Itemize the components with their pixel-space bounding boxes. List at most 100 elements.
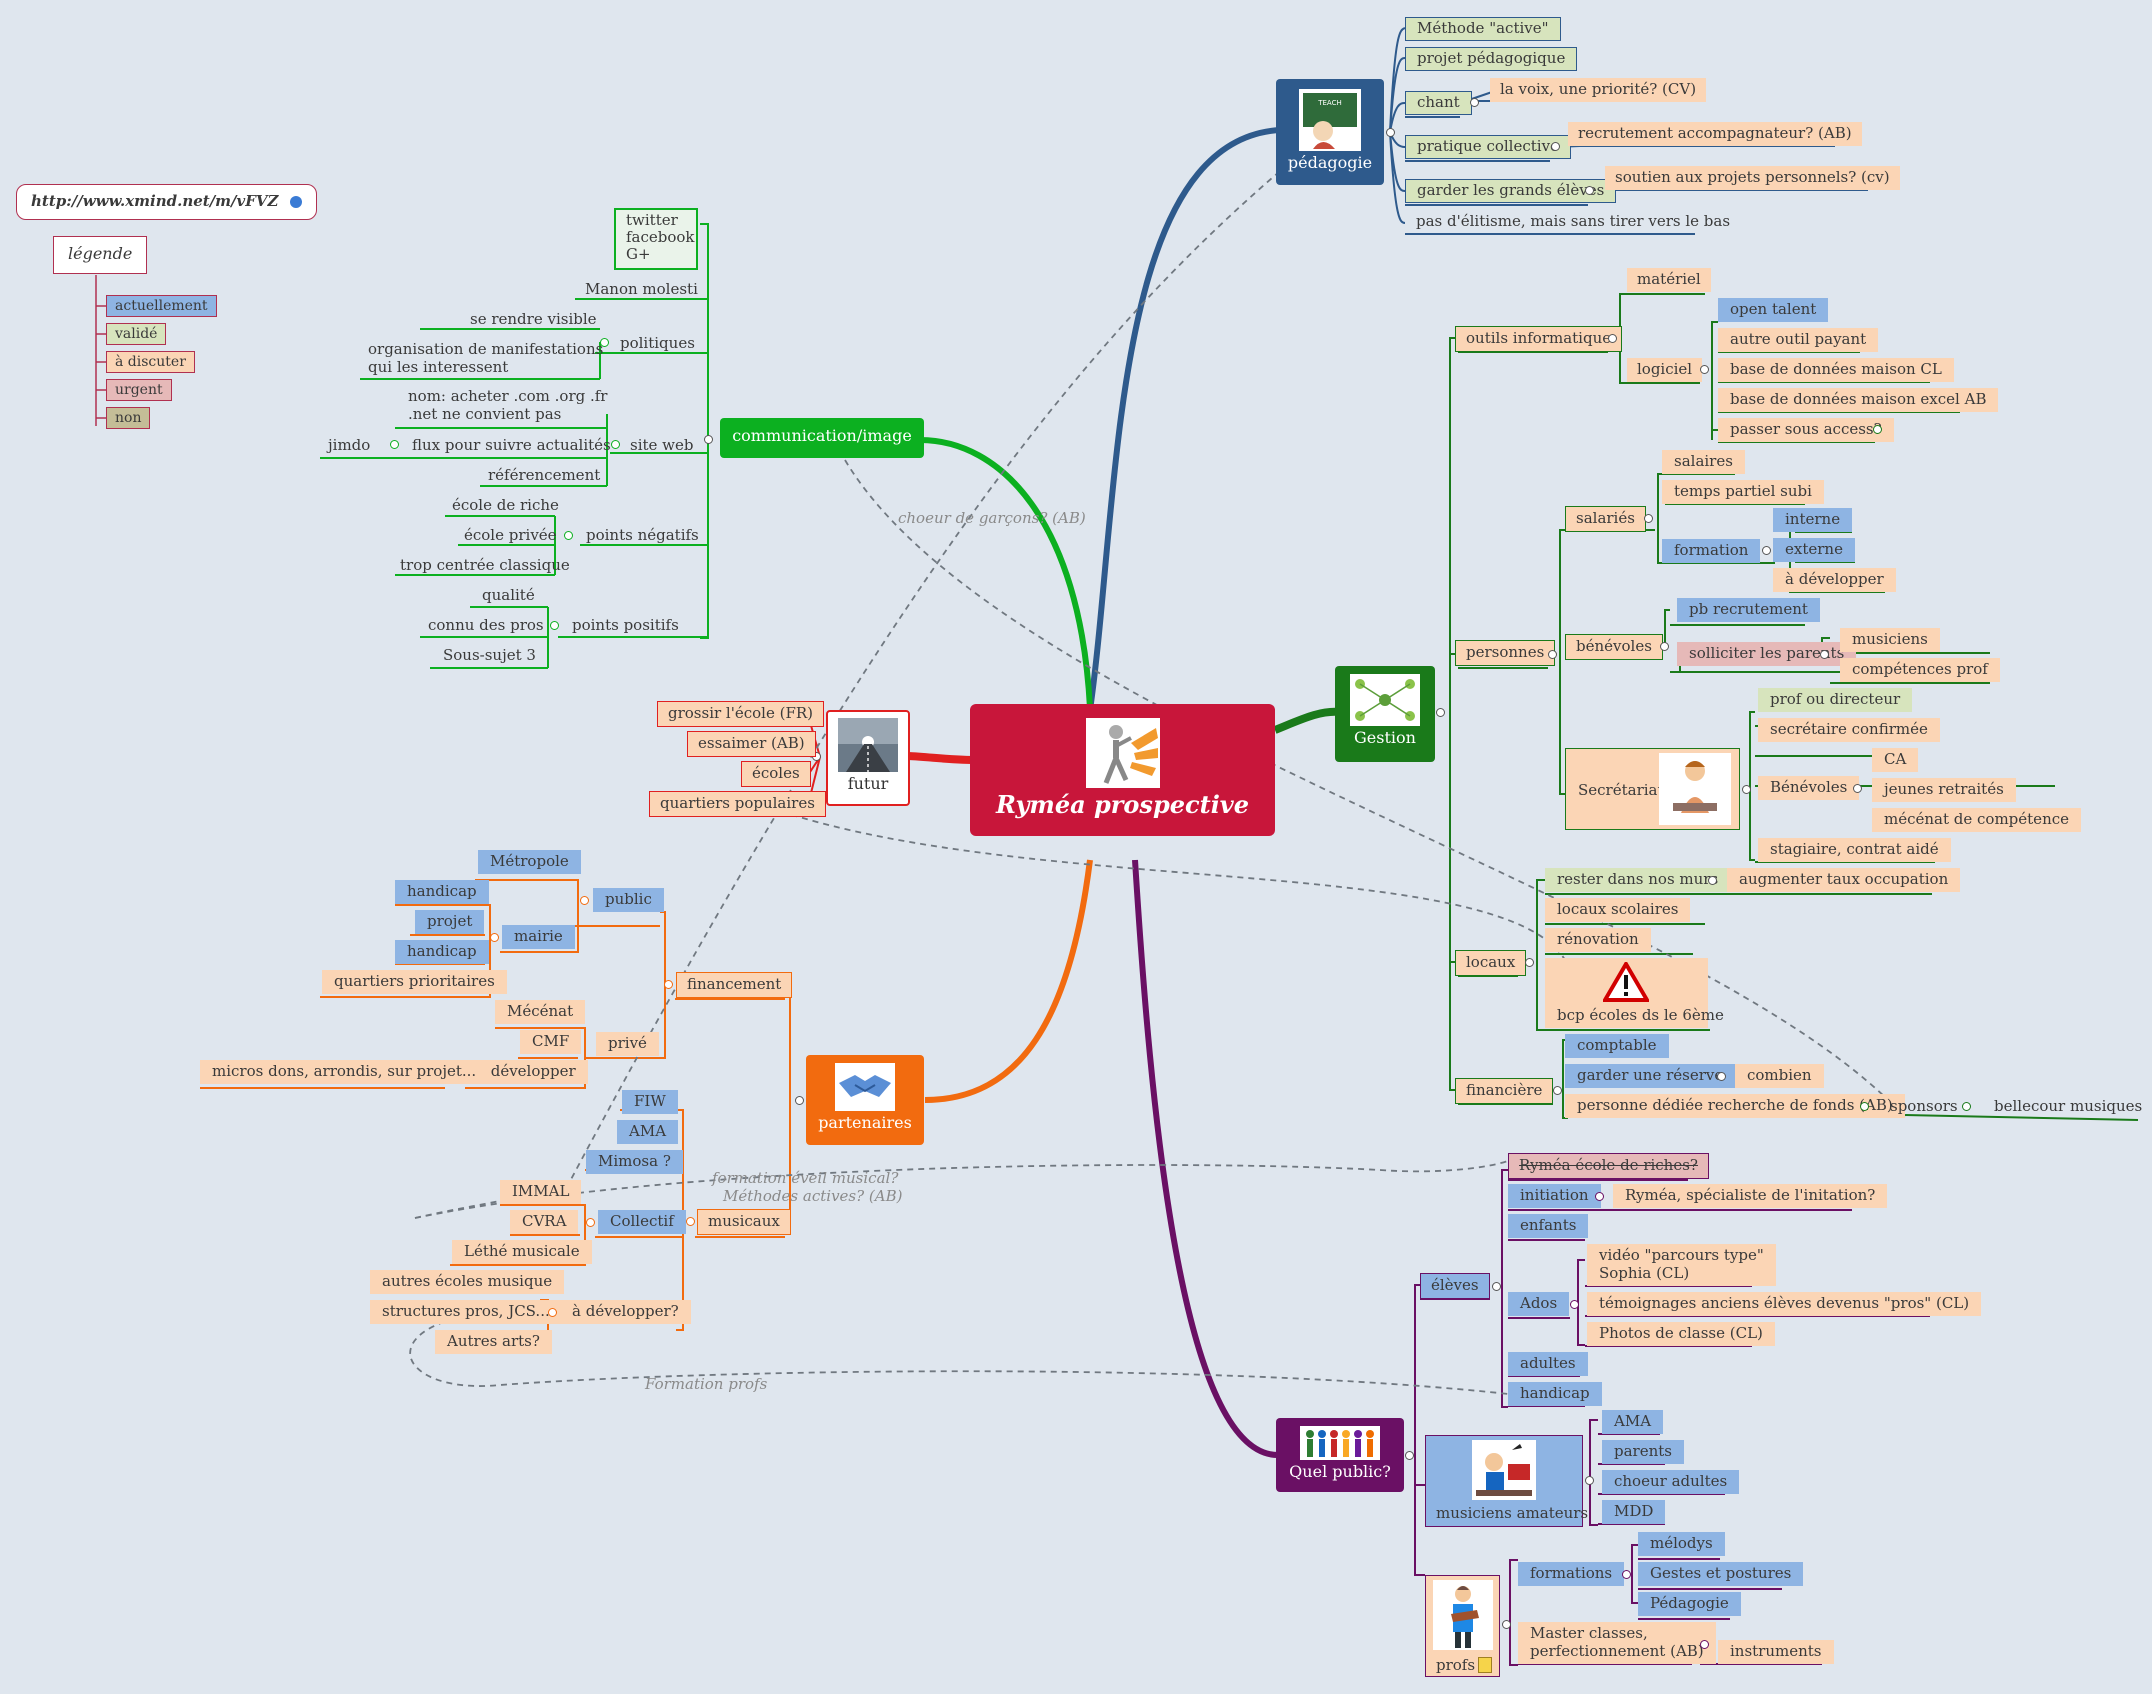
public-video-parcours[interactable]: vidéo "parcours type" Sophia (CL) [1587,1244,1776,1286]
comm-organisation-line2[interactable]: qui les interessent [368,358,509,376]
gestion-augmenter-occupation[interactable]: augmenter taux occupation [1727,868,1961,892]
public-choeur-adultes[interactable]: choeur adultes [1602,1470,1740,1494]
collapse-toggle-cvra[interactable] [586,1218,595,1227]
comm-points-negatifs[interactable]: points négatifs [586,526,699,544]
collapse-toggle-positifs[interactable] [550,621,559,630]
gestion-outils-informatique[interactable]: outils informatique [1455,326,1623,352]
collapse-toggle-initiation[interactable] [1595,1192,1604,1201]
comm-connu-pros[interactable]: connu des pros [428,616,544,634]
relation-methodes-actives[interactable]: Méthodes actives? (AB) [723,1187,903,1205]
collapse-toggle-partenaires[interactable] [795,1096,804,1105]
gestion-personnes[interactable]: personnes [1455,640,1556,666]
part-ama[interactable]: AMA [617,1120,679,1144]
gestion-locaux-scolaires[interactable]: locaux scolaires [1545,898,1691,922]
collapse-toggle-reserve[interactable] [1717,1072,1726,1081]
comm-referencement[interactable]: référencement [488,466,601,484]
gestion-benevoles-2[interactable]: Bénévoles [1758,776,1860,800]
part-mecenat[interactable]: Mécénat [495,1000,586,1024]
gestion-passer-access[interactable]: passer sous access? [1718,418,1894,442]
part-mairie[interactable]: mairie [502,925,575,949]
futur-essaimer[interactable]: essaimer (AB) [687,731,816,757]
public-master-classes[interactable]: Master classes, perfectionnement (AB) [1518,1622,1716,1664]
pedagogie-garder-grands-eleves[interactable]: garder les grands élèves [1405,179,1617,203]
collapse-toggle-secretariat[interactable] [1742,785,1751,794]
comm-jimdo[interactable]: jimdo [328,436,371,454]
comm-sous-sujet-3[interactable]: Sous-sujet 3 [443,646,536,664]
gestion-rester-murs[interactable]: rester dans nos murs [1545,868,1731,892]
gestion-competences-prof[interactable]: compétences prof [1840,658,2000,682]
part-cmf[interactable]: CMF [520,1030,582,1054]
gestion-solliciter-parents[interactable]: solliciter les parents [1677,642,1857,666]
collapse-toggle-flux[interactable] [390,440,399,449]
collapse-toggle-site-web[interactable] [611,440,620,449]
part-autres-ecoles[interactable]: autres écoles musique [370,1270,565,1294]
public-enfants[interactable]: enfants [1508,1214,1589,1238]
central-topic[interactable]: Ryméa prospective [970,704,1275,836]
collapse-toggle-sponsors[interactable] [1962,1102,1971,1111]
collapse-toggle-gestion[interactable] [1436,708,1445,717]
gestion-materiel[interactable]: matériel [1627,268,1711,292]
pedagogie-recrutement-accompagnateur[interactable]: recrutement accompagnateur? (AB) [1568,122,1862,146]
map-url-link[interactable]: http://www.xmind.net/m/vFVZ [16,184,317,220]
collapse-toggle-salaries[interactable] [1644,514,1653,523]
part-structures-pros[interactable]: structures pros, JCS... [370,1300,562,1324]
gestion-interne[interactable]: interne [1773,508,1853,532]
pedagogie-soutien-projets[interactable]: soutien aux projets personnels? (cv) [1605,166,1900,190]
collapse-toggle-fin-public[interactable] [580,896,589,905]
part-musicaux[interactable]: musicaux [697,1209,791,1235]
collapse-toggle-master[interactable] [1700,1640,1709,1649]
part-immal[interactable]: IMMAL [500,1180,582,1204]
public-eleves[interactable]: élèves [1420,1273,1490,1299]
collapse-toggle-pratique[interactable] [1551,142,1560,151]
collapse-toggle-musiciens-amateurs[interactable] [1585,1476,1594,1485]
part-fiw[interactable]: FIW [622,1090,678,1114]
pedagogie-methode-active[interactable]: Méthode "active" [1405,17,1561,41]
gestion-salaries[interactable]: salariés [1565,506,1646,532]
public-instruments[interactable]: instruments [1718,1640,1834,1664]
part-lethe-musicale[interactable]: Léthé musicale [452,1240,592,1264]
gestion-combien[interactable]: combien [1735,1064,1824,1088]
comm-manon-molesti[interactable]: Manon molesti [585,280,698,298]
comm-politiques[interactable]: politiques [620,334,695,352]
public-profs[interactable]: profs [1425,1575,1500,1677]
gestion-bdd-maison-cl[interactable]: base de données maison CL [1718,358,1954,382]
comm-ecole-privee[interactable]: école privée [464,526,557,544]
gestion-musiciens[interactable]: musiciens [1840,628,1940,652]
gestion-mecenat-competence[interactable]: mécénat de compétence [1872,808,2082,832]
gestion-open-talent[interactable]: open talent [1718,298,1829,322]
gestion-logiciel[interactable]: logiciel [1627,358,1703,382]
collapse-toggle-personnes[interactable] [1548,650,1557,659]
gestion-secretariat[interactable]: Secrétariat [1565,748,1740,830]
collapse-toggle-outils[interactable] [1608,334,1617,343]
gestion-personne-recherche-fonds[interactable]: personne dédiée recherche de fonds (AB) [1565,1094,1905,1118]
comm-site-web[interactable]: site web [630,436,694,454]
comm-trop-classique[interactable]: trop centrée classique [400,556,570,574]
public-ados[interactable]: Ados [1508,1292,1570,1316]
gestion-pb-recrutement[interactable]: pb recrutement [1677,598,1820,622]
comm-nom-domaine-line1[interactable]: nom: acheter .com .org .fr [408,387,608,405]
gestion-a-developper[interactable]: à développer [1773,568,1896,592]
gestion-comptable[interactable]: comptable [1565,1034,1669,1058]
topic-pedagogie[interactable]: TEACH pédagogie [1276,79,1384,185]
collapse-toggle-ados[interactable] [1570,1300,1579,1309]
relation-choeur-garcons[interactable]: choeur de garçons? (AB) [898,509,1086,527]
collapse-toggle-locaux[interactable] [1525,958,1534,967]
gestion-jeunes-retraites[interactable]: jeunes retraités [1872,778,2016,802]
comm-points-positifs[interactable]: points positifs [572,616,679,634]
public-ecole-riches[interactable]: Ryméa école de riches? [1508,1153,1709,1179]
part-handicap-2[interactable]: handicap [395,940,489,964]
public-adultes[interactable]: adultes [1508,1352,1588,1376]
collapse-toggle-eleves[interactable] [1492,1282,1501,1291]
collapse-toggle-solliciter[interactable] [1820,650,1829,659]
public-musiciens-amateurs[interactable]: musiciens amateurs [1425,1435,1588,1527]
collapse-toggle-public[interactable] [1405,1451,1414,1460]
part-public[interactable]: public [593,888,664,912]
public-initiation[interactable]: initiation [1508,1184,1601,1208]
comm-flux-actualites[interactable]: flux pour suivre actualités [412,436,611,454]
expand-toggle-access[interactable] [1873,425,1882,434]
part-micros-dons[interactable]: micros dons, arrondis, sur projet... [200,1060,489,1084]
gestion-bdd-excel-ab[interactable]: base de données maison excel AB [1718,388,1999,412]
comm-qualite[interactable]: qualité [482,586,535,604]
collapse-toggle-financiere[interactable] [1553,1086,1562,1095]
collapse-toggle-mairie[interactable] [490,933,499,942]
